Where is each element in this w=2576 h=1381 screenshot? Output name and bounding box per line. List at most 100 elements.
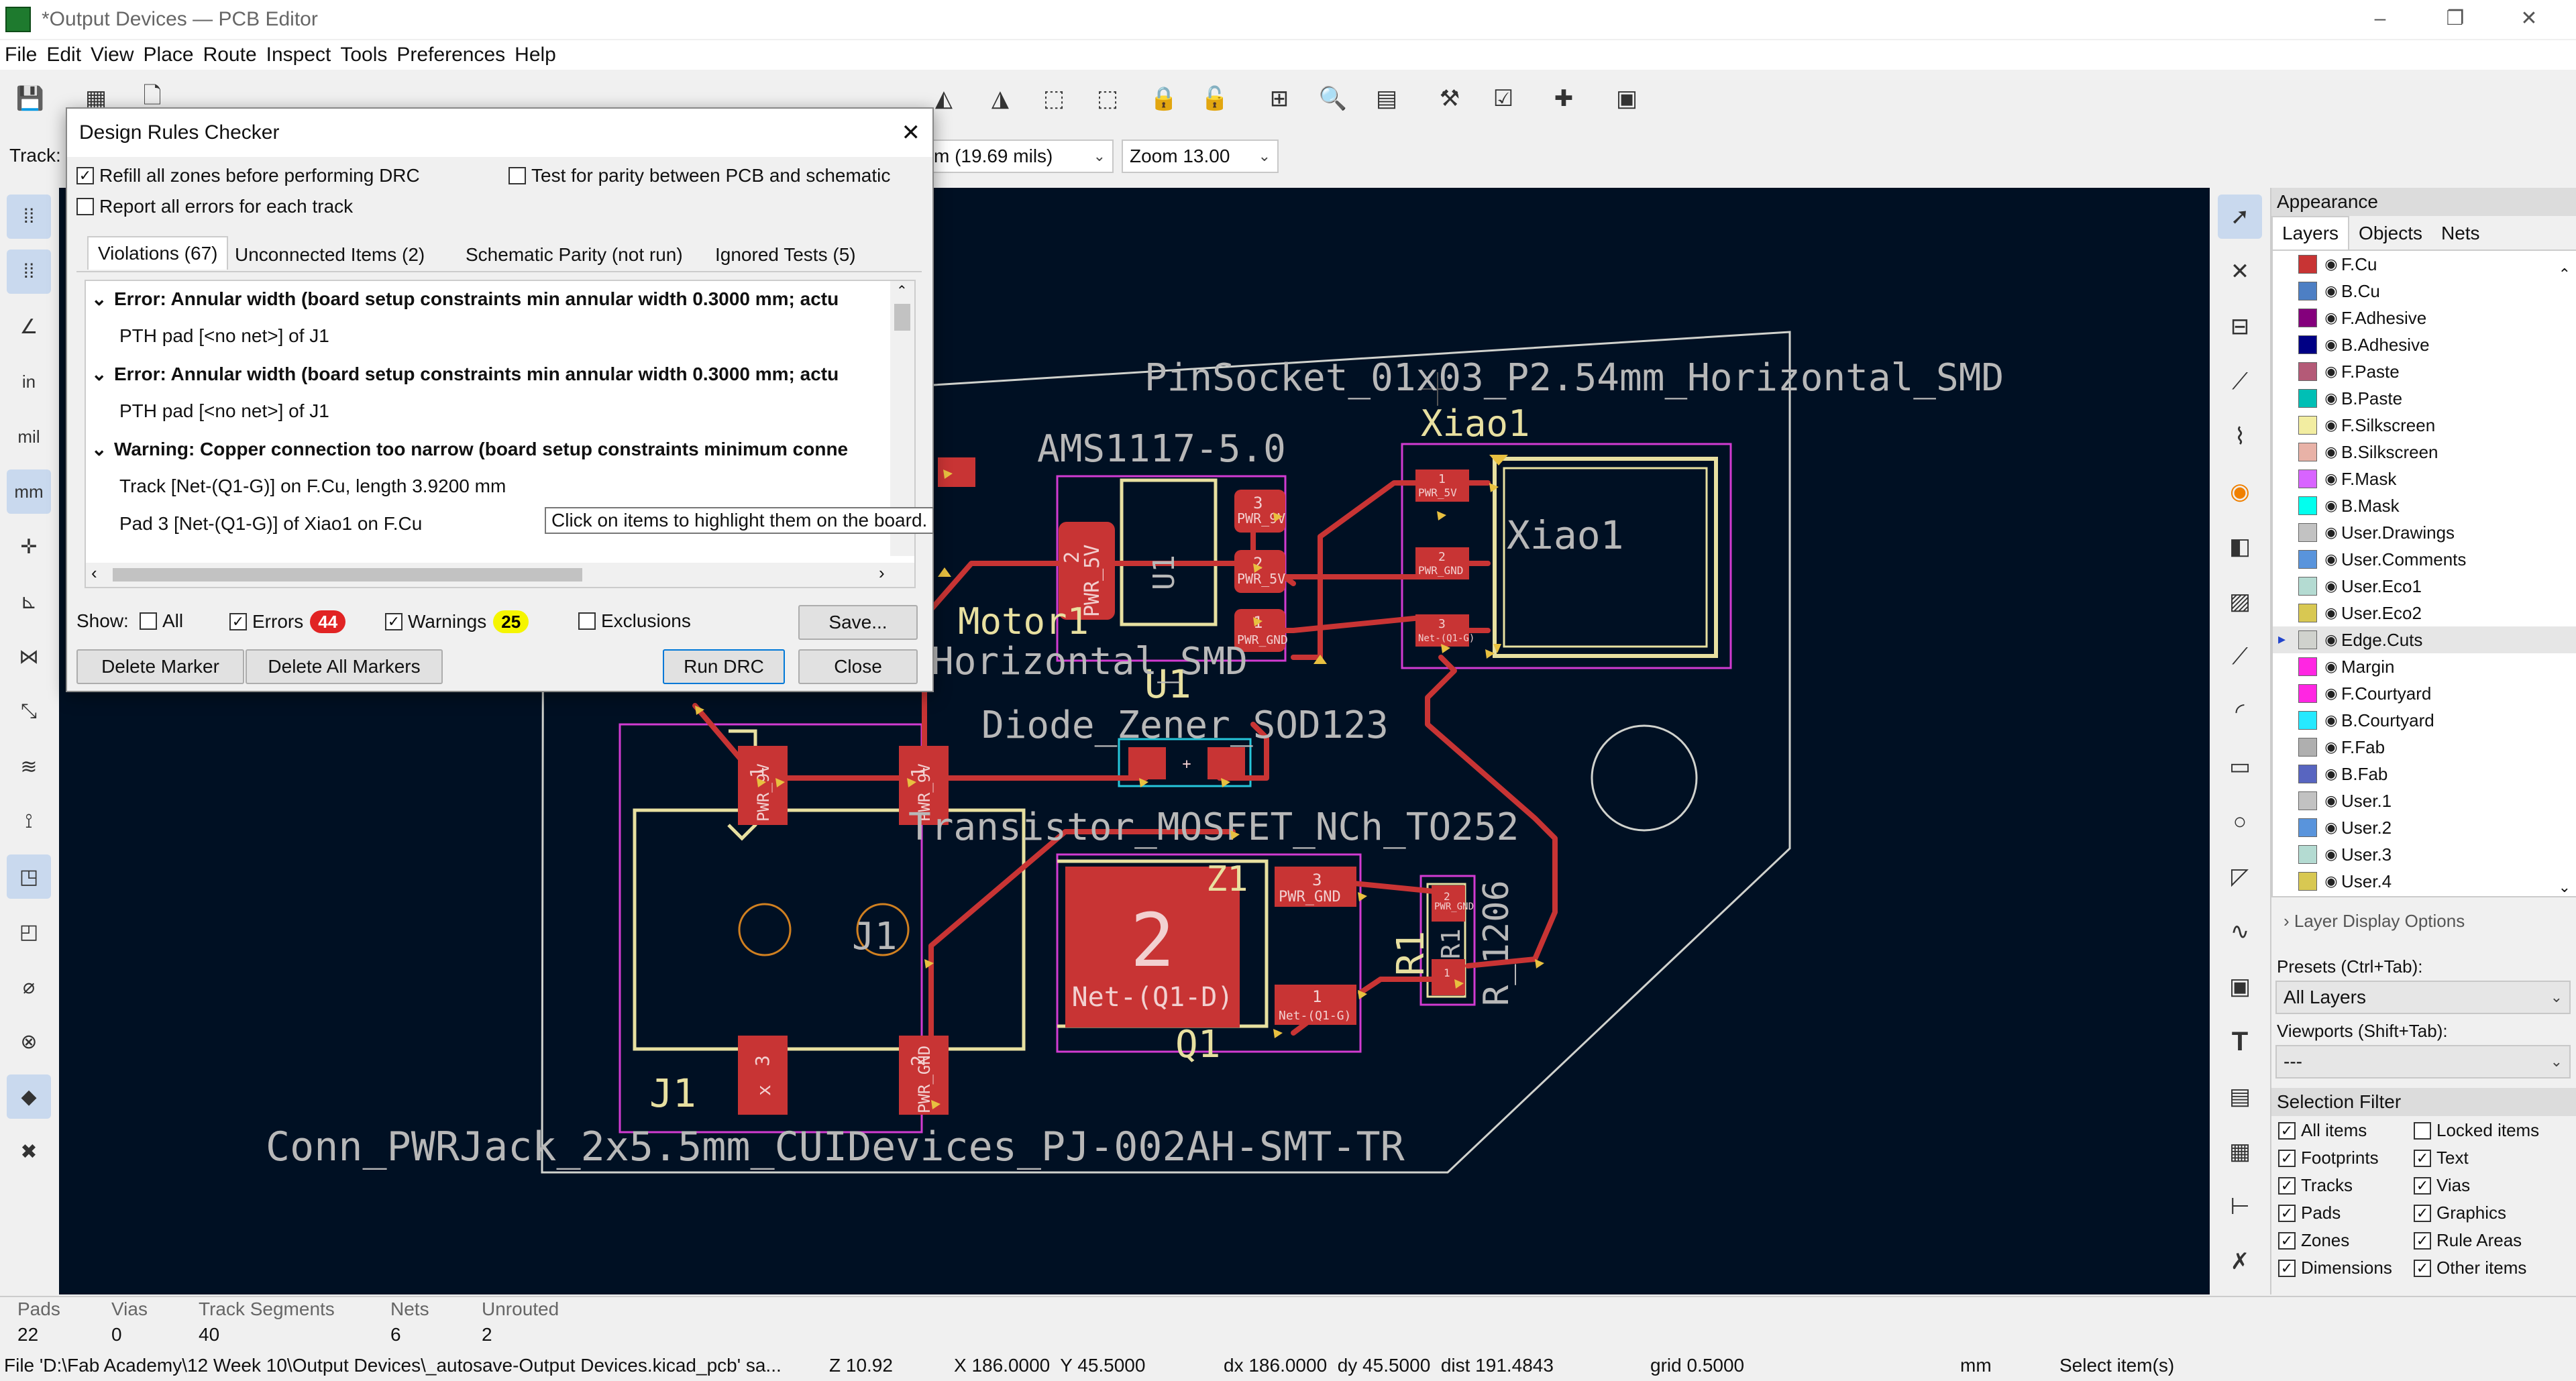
selection-filter-checkbox[interactable]: ✓Dimensions (2278, 1258, 2392, 1278)
visibility-eye-icon[interactable]: ◉ (2324, 604, 2338, 621)
violation-detail[interactable]: Track [Net-(Q1-G)] on F.Cu, length 3.920… (119, 476, 506, 497)
layer-row[interactable]: ◉B.Paste (2273, 385, 2576, 412)
layer-row[interactable]: ◉Margin (2273, 653, 2576, 680)
close-icon[interactable]: ✕ (2520, 7, 2538, 30)
layer-row[interactable]: ◉User.4 (2273, 868, 2576, 895)
tab-objects[interactable]: Objects (2359, 223, 2422, 243)
track-outline-icon[interactable]: ⌀ (22, 975, 36, 998)
visibility-eye-icon[interactable]: ◉ (2324, 765, 2338, 782)
layer-color-swatch[interactable] (2298, 335, 2317, 354)
selection-filter-checkbox[interactable]: ✓Graphics (2414, 1203, 2506, 1223)
drc-close-icon[interactable]: ✕ (901, 120, 921, 146)
visibility-eye-icon[interactable]: ◉ (2324, 792, 2338, 809)
layer-color-swatch[interactable] (2298, 496, 2317, 515)
layer-color-swatch[interactable] (2298, 818, 2317, 837)
visibility-eye-icon[interactable]: ◉ (2324, 738, 2338, 755)
layer-color-swatch[interactable] (2298, 711, 2317, 730)
menu-route[interactable]: Route (203, 44, 257, 66)
local-ratsnest-icon[interactable]: ✕ (2230, 259, 2250, 284)
lock-icon[interactable]: 🔒 (1149, 86, 1179, 111)
layer-row[interactable]: ◉User.1 (2273, 787, 2576, 814)
add-text-icon[interactable]: T (2231, 1026, 2249, 1056)
report-all-checkbox[interactable]: Report all errors for each track (76, 196, 353, 217)
scrollbar-thumb[interactable] (894, 304, 910, 331)
layer-row[interactable]: ◉F.Paste (2273, 358, 2576, 385)
violation-item[interactable]: ⌄Warning: Copper connection too narrow (… (91, 438, 848, 460)
violation-item[interactable]: ⌄Error: Annular width (board setup const… (91, 363, 839, 385)
pad-display-icon[interactable]: ⟟ (25, 810, 33, 832)
tab-ignored-tests[interactable]: Ignored Tests (5) (715, 244, 856, 265)
layer-color-swatch[interactable] (2298, 577, 2317, 596)
tools-icon[interactable]: ✖ (20, 1140, 38, 1163)
menu-preferences[interactable]: Preferences (396, 44, 506, 66)
layer-row[interactable]: ◉F.Fab (2273, 734, 2576, 761)
viewports-select[interactable]: ---⌄ (2275, 1045, 2571, 1079)
selection-filter-checkbox[interactable]: ✓Pads (2278, 1203, 2341, 1223)
visibility-eye-icon[interactable]: ◉ (2324, 577, 2338, 594)
tab-layers[interactable]: Layers (2271, 216, 2350, 250)
visibility-eye-icon[interactable]: ◉ (2324, 256, 2338, 272)
layer-color-swatch[interactable] (2298, 872, 2317, 891)
layer-row[interactable]: ◉B.Courtyard (2273, 707, 2576, 734)
layer-row[interactable]: ◉User.Comments (2273, 546, 2576, 573)
visibility-eye-icon[interactable]: ◉ (2324, 524, 2338, 541)
visibility-eye-icon[interactable]: ◉ (2324, 658, 2338, 675)
tab-schematic-parity[interactable]: Schematic Parity (not run) (466, 244, 683, 265)
mirror-icon[interactable]: ◮ (991, 86, 1010, 111)
ratsnest-icon[interactable]: ⋈ (19, 645, 39, 668)
add-image-icon[interactable]: ▣ (2229, 974, 2251, 999)
menu-view[interactable]: View (91, 44, 134, 66)
visibility-eye-icon[interactable]: ◉ (2324, 685, 2338, 702)
layer-color-swatch[interactable] (2298, 604, 2317, 622)
group-icon[interactable]: ⬚ (1042, 86, 1065, 111)
expand-chevron-icon[interactable]: ⌄ (91, 288, 107, 309)
add-dimension-icon[interactable]: ⊢ (2230, 1194, 2250, 1219)
expand-chevron-icon[interactable]: ⌄ (91, 439, 107, 459)
draw-circle-icon[interactable]: ○ (2233, 808, 2247, 834)
menu-edit[interactable]: Edit (46, 44, 82, 66)
route-icon[interactable]: ✚ (1554, 86, 1574, 111)
add-table-icon[interactable]: ▦ (2229, 1139, 2251, 1164)
add-zone-icon[interactable]: ◧ (2229, 534, 2251, 559)
selection-filter-checkbox[interactable]: ✓Rule Areas (2414, 1230, 2522, 1251)
visibility-eye-icon[interactable]: ◉ (2324, 631, 2338, 648)
selection-filter-checkbox[interactable]: ✓Tracks (2278, 1175, 2353, 1196)
netlist-icon[interactable]: ⊞ (1269, 86, 1289, 111)
visibility-eye-icon[interactable]: ◉ (2324, 873, 2338, 889)
layer-color-swatch[interactable] (2298, 389, 2317, 408)
pcb-canvas[interactable]: PWR_9V 1 PWR_9V 1 3 x PWR_GND 2 PWR_5V 2… (59, 188, 2210, 1294)
delete-tool-icon[interactable]: ✗ (2230, 1249, 2250, 1274)
draw-rect-icon[interactable]: ▭ (2229, 754, 2251, 779)
unlock-icon[interactable]: 🔓 (1200, 86, 1230, 111)
save-icon[interactable]: 💾 (15, 86, 45, 111)
layer-row[interactable]: ◉User.Eco1 (2273, 573, 2576, 600)
selection-filter-checkbox[interactable]: ✓Zones (2278, 1230, 2349, 1251)
minimize-icon[interactable]: – (2374, 7, 2386, 30)
violation-item[interactable]: ⌄Error: Annular width (board setup const… (91, 288, 839, 310)
visibility-eye-icon[interactable]: ◉ (2324, 470, 2338, 487)
presets-select[interactable]: All Layers⌄ (2275, 981, 2571, 1014)
run-drc-button[interactable]: Run DRC (663, 649, 785, 684)
layer-row[interactable]: ◉B.Cu (2273, 278, 2576, 305)
violation-detail[interactable]: Pad 3 [Net-(Q1-G)] of Xiao1 on F.Cu (119, 513, 422, 535)
units-mm-icon[interactable]: mm (7, 469, 51, 514)
visibility-eye-icon[interactable]: ◉ (2324, 417, 2338, 433)
layer-row[interactable]: ◉B.Fab (2273, 761, 2576, 787)
layer-row[interactable]: ◉F.Adhesive (2273, 305, 2576, 331)
footprint-editor-icon[interactable]: ▤ (1375, 86, 1398, 111)
filter-exclusions-checkbox[interactable]: Exclusions (578, 610, 691, 632)
layer-row[interactable]: ◉User.2 (2273, 814, 2576, 841)
select-arrow-icon[interactable]: ➚ (2218, 195, 2262, 239)
filter-all-checkbox[interactable]: All (140, 610, 183, 632)
horizontal-scrollbar[interactable]: ‹ › (86, 563, 914, 587)
units-mil-icon[interactable]: mil (17, 426, 40, 447)
tab-nets[interactable]: Nets (2440, 223, 2480, 243)
zoom-select[interactable]: Zoom 13.00⌄ (1122, 140, 1279, 173)
layer-display-options[interactable]: › Layer Display Options (2284, 911, 2465, 932)
layer-color-swatch[interactable] (2298, 469, 2317, 488)
polar-coords-icon[interactable]: ∠ (19, 315, 38, 338)
layer-color-swatch[interactable] (2298, 523, 2317, 542)
cursor-shape-icon[interactable]: ✛ (20, 535, 38, 558)
tune-length-icon[interactable]: ⌇ (2234, 424, 2246, 449)
